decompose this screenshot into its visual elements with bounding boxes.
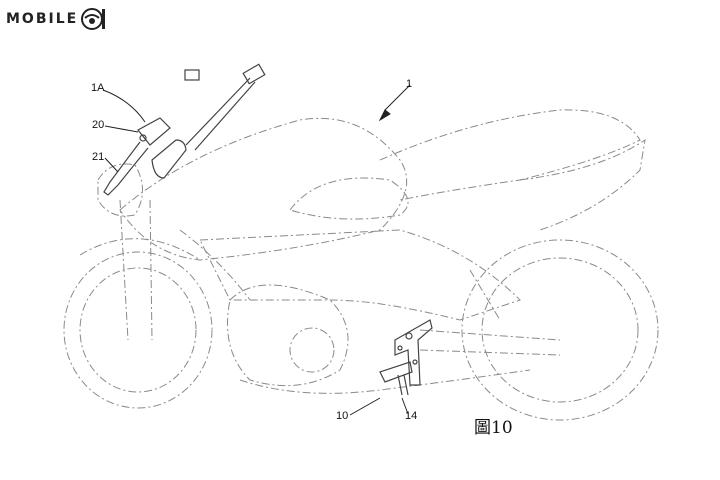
label-pedal-unit: 10 <box>336 410 349 422</box>
handlebar-grip <box>151 139 187 179</box>
headlight <box>97 163 143 217</box>
seat <box>379 109 641 201</box>
handlebar-end <box>242 63 266 85</box>
brake-lever <box>103 141 149 196</box>
label-assembly: 1 <box>406 78 413 90</box>
label-lever-holder: 20 <box>92 119 105 131</box>
label-handle-part: 1A <box>91 82 105 94</box>
rear-shock <box>469 269 501 321</box>
front-wheel-inner <box>79 267 197 393</box>
logo-text: MOBILE <box>6 11 79 27</box>
fuel-tank <box>119 117 408 261</box>
leader-20 <box>104 125 139 133</box>
figure-caption: 圖10 <box>474 418 513 438</box>
rear-wheel <box>461 239 659 421</box>
front-fork <box>119 199 153 341</box>
label-link-rod: 14 <box>405 410 418 422</box>
brake-pedal <box>379 361 413 383</box>
swingarm <box>419 329 561 356</box>
engine-block <box>227 284 349 387</box>
leader-21 <box>104 157 119 173</box>
front-wheel <box>63 251 213 409</box>
side-panel <box>199 229 521 321</box>
tank-highlight <box>289 177 409 220</box>
engine-cover <box>289 327 335 373</box>
mobile01-logo: MOBILE <box>6 6 108 32</box>
leader-10 <box>349 397 381 416</box>
radiator-shroud <box>179 229 251 301</box>
link-rod <box>397 374 409 396</box>
leader-1 <box>384 84 411 111</box>
tail-cowl <box>519 138 646 231</box>
leader-14 <box>401 397 409 415</box>
lever-holder <box>137 117 171 146</box>
master-cylinder <box>184 69 200 81</box>
helmet-01-icon <box>81 8 106 30</box>
leader-1A <box>102 89 146 123</box>
rear-wheel-inner <box>481 257 639 403</box>
footpeg-bracket <box>394 319 433 386</box>
handlebar <box>185 77 256 151</box>
lever-pin <box>139 134 147 142</box>
label-lever: 21 <box>92 151 105 163</box>
